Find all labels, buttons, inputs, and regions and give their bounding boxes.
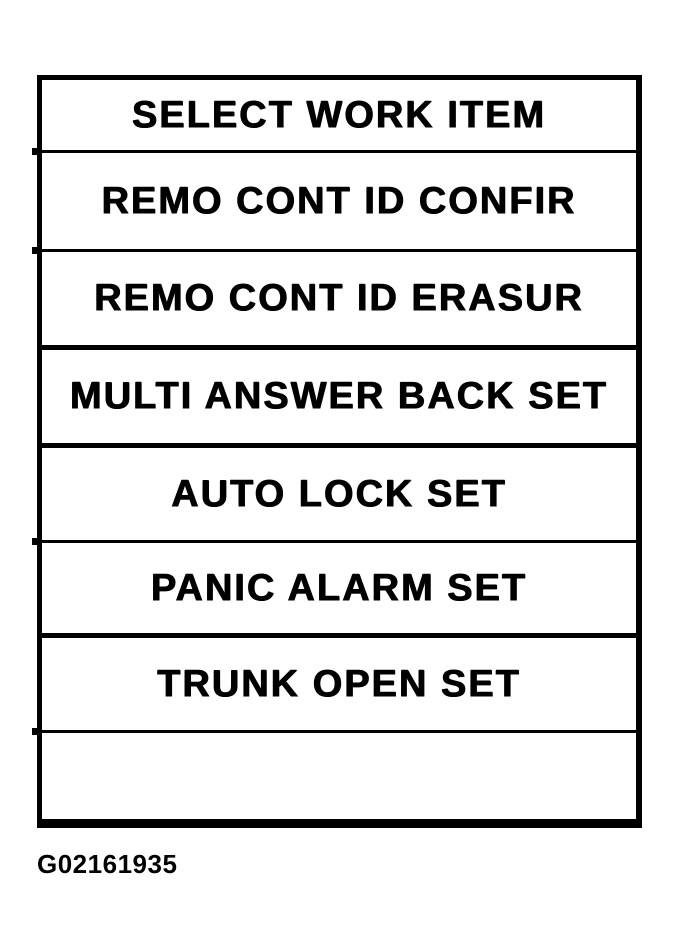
menu-row-remo-cont-id-confir: REMO CONT ID CONFIR bbox=[32, 153, 636, 254]
menu-row-trunk-open-set: TRUNK OPEN SET bbox=[32, 638, 636, 735]
menu-item-label: TRUNK OPEN SET bbox=[157, 662, 521, 705]
work-item-menu: SELECT WORK ITEM REMO CONT ID CONFIR REM… bbox=[32, 75, 642, 828]
menu-item-label: MULTI ANSWER BACK SET bbox=[69, 375, 609, 417]
menu-row-empty bbox=[42, 733, 636, 819]
menu-title: SELECT WORK ITEM bbox=[131, 93, 547, 136]
menu-item-label: PANIC ALARM SET bbox=[150, 566, 528, 609]
menu-item-label: REMO CONT ID ERASUR bbox=[94, 277, 584, 319]
menu-item-label: AUTO LOCK SET bbox=[171, 472, 507, 515]
menu-row-auto-lock-set: AUTO LOCK SET bbox=[32, 448, 636, 545]
figure-id: G02161935 bbox=[37, 849, 178, 879]
menu-item-label: REMO CONT ID CONFIR bbox=[101, 179, 577, 222]
menu-row-remo-cont-id-erasur: REMO CONT ID ERASUR bbox=[42, 252, 636, 350]
menu-row-panic-alarm-set: PANIC ALARM SET bbox=[42, 543, 636, 638]
menu-row-multi-answer-back-set: MULTI ANSWER BACK SET bbox=[42, 350, 636, 448]
menu-row-select-work-item: SELECT WORK ITEM bbox=[32, 80, 636, 155]
